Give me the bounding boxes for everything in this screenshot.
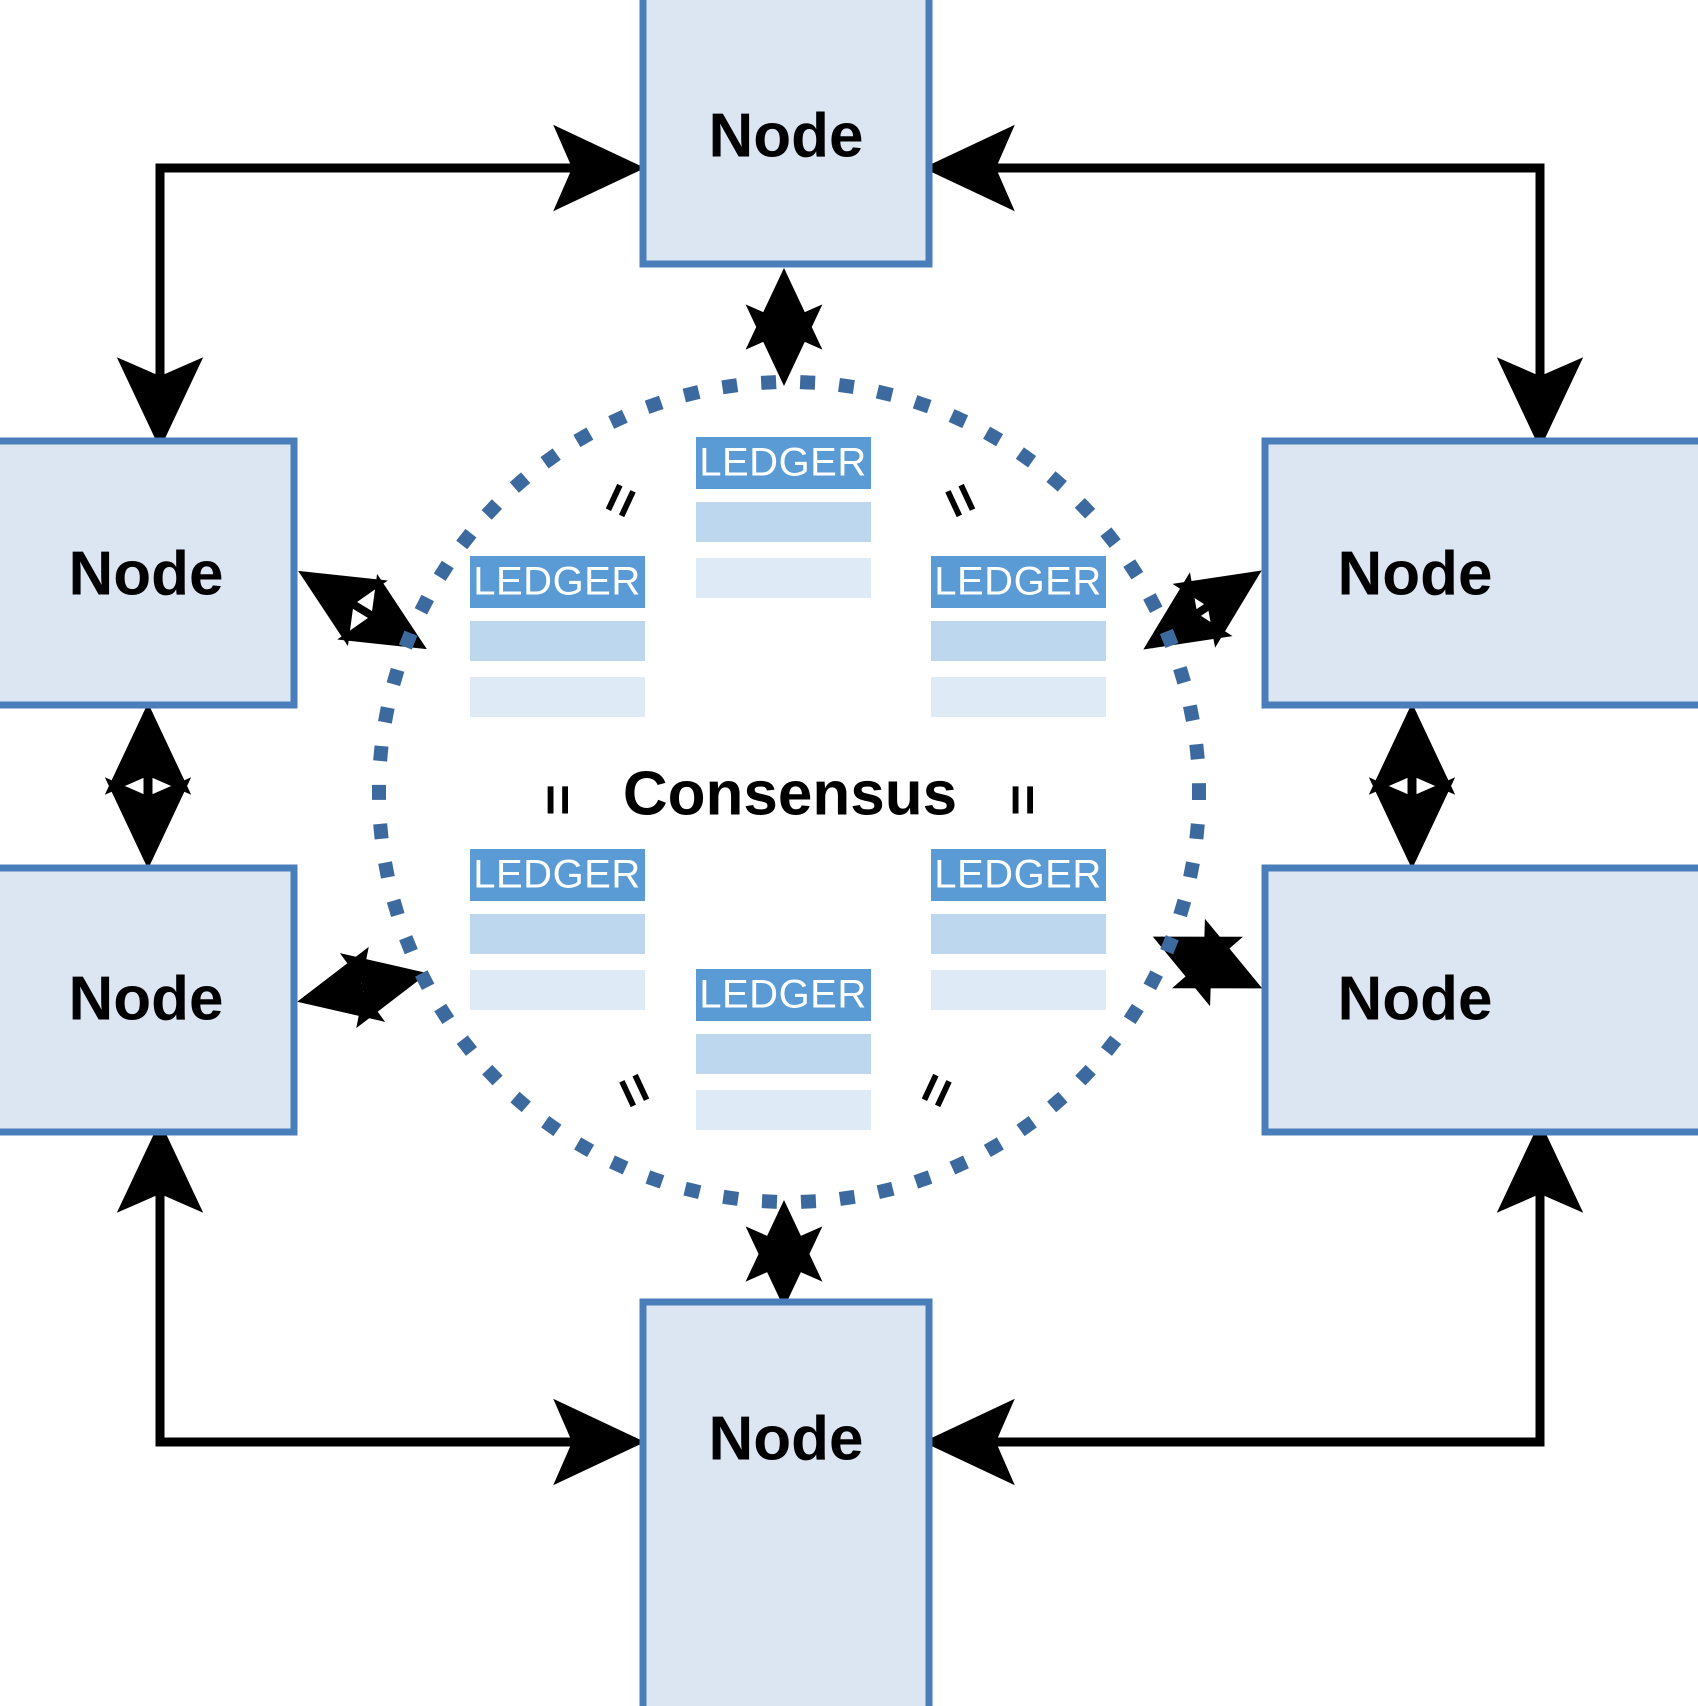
ledger-lower-right-label: LEDGER <box>934 853 1102 897</box>
ledger-lower-right-row-1 <box>931 914 1106 954</box>
node-right-lower-label: Node <box>1338 964 1493 1033</box>
consensus-label: Consensus <box>623 759 957 828</box>
node-right-lower[interactable]: Node <box>1261 864 1698 1136</box>
node-left-upper-label: Node <box>69 539 224 608</box>
ledger-bottom-row-2 <box>696 1090 871 1130</box>
ledger-blocks: LEDGER LEDGER LEDGER LEDGER <box>470 437 1106 1130</box>
node-right-upper-label: Node <box>1338 539 1493 608</box>
ledger-top[interactable]: LEDGER <box>696 437 871 598</box>
equals-mark-mid-left: = <box>527 784 587 816</box>
ledger-upper-right[interactable]: LEDGER <box>931 556 1106 717</box>
conn-left-lower-to-center <box>297 946 428 1029</box>
ledger-lower-right-row-2 <box>931 970 1106 1010</box>
ledger-top-header <box>696 437 871 489</box>
ledger-bottom-label: LEDGER <box>699 973 867 1017</box>
node-left-upper[interactable]: Node <box>0 437 298 709</box>
ledger-upper-right-row-1 <box>931 621 1106 661</box>
ledger-top-row-1 <box>696 502 871 542</box>
ledger-upper-right-row-2 <box>931 677 1106 717</box>
ledger-lower-left-row-1 <box>470 914 645 954</box>
ledger-bottom[interactable]: LEDGER <box>696 969 871 1130</box>
equals-mark-bottom-right: = <box>903 1063 971 1117</box>
equals-mark-top-left: = <box>587 473 655 527</box>
ledger-top-row-2 <box>696 558 871 598</box>
ledger-upper-left-header <box>470 556 645 608</box>
ledger-lower-left-row-2 <box>470 970 645 1010</box>
conn-right-lower-to-bottom <box>922 1121 1584 1486</box>
ledger-top-label: LEDGER <box>699 441 867 485</box>
ledger-lower-left-header <box>470 849 645 901</box>
conn-right-upper-to-top <box>922 124 1584 449</box>
ledger-lower-left[interactable]: LEDGER <box>470 849 645 1010</box>
consensus-circle <box>372 375 1206 1209</box>
conn-left-lower-to-bottom <box>116 1121 646 1486</box>
conn-left-upper-to-center <box>298 570 427 650</box>
ledger-upper-right-header <box>931 556 1106 608</box>
node-left-lower[interactable]: Node <box>0 864 298 1136</box>
ledger-upper-left-label: LEDGER <box>473 560 641 604</box>
conn-left-upper-to-top <box>116 124 646 449</box>
equals-mark-bottom-left: = <box>601 1063 669 1117</box>
ledger-upper-left-row-2 <box>470 677 645 717</box>
ledger-upper-right-label: LEDGER <box>934 560 1102 604</box>
node-top[interactable]: Node <box>639 0 933 268</box>
node-bottom-label: Node <box>709 1404 864 1473</box>
ledger-bottom-header <box>696 969 871 1021</box>
node-right-upper[interactable]: Node <box>1261 437 1698 709</box>
ledger-lower-right[interactable]: LEDGER <box>931 849 1106 1010</box>
ledger-upper-left[interactable]: LEDGER <box>470 556 645 717</box>
node-top-label: Node <box>709 101 864 170</box>
equals-mark-top-right: = <box>927 473 995 527</box>
node-bottom[interactable]: Node <box>639 1298 933 1706</box>
ledger-lower-left-label: LEDGER <box>473 853 641 897</box>
ledger-lower-right-header <box>931 849 1106 901</box>
ledger-bottom-row-1 <box>696 1034 871 1074</box>
outer-connectors <box>104 124 1584 1486</box>
equals-mark-mid-right: = <box>992 784 1052 816</box>
node-left-lower-label: Node <box>69 964 224 1033</box>
ledger-upper-left-row-1 <box>470 621 645 661</box>
